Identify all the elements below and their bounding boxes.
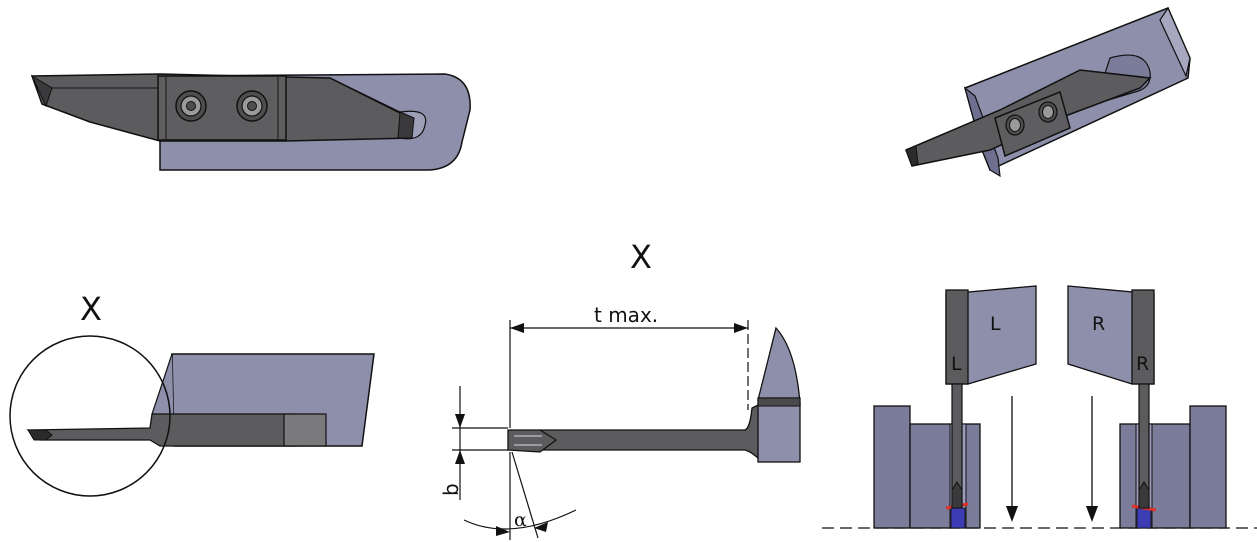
tool-assembly-isometric-view xyxy=(905,6,1191,178)
blade-insert xyxy=(27,429,53,441)
detail-marker-label: X xyxy=(80,290,102,328)
left-blade-label: L xyxy=(951,353,962,375)
dim-arrow-icon xyxy=(455,450,465,464)
arrow-down-icon xyxy=(1086,506,1098,522)
blade-tip-left xyxy=(905,145,919,167)
left-holder-label: L xyxy=(990,313,1001,335)
holder-block-top xyxy=(1159,6,1191,78)
dim-arrow-icon xyxy=(734,323,748,333)
torx-screw-icon xyxy=(1005,114,1025,136)
hand-orientation-view: L L R R xyxy=(822,285,1257,529)
dim-arrow-icon xyxy=(534,522,548,532)
workpiece-right-inner xyxy=(1119,423,1191,529)
cut-zone-left xyxy=(950,507,966,529)
dim-alpha-angle-line xyxy=(511,451,539,539)
torx-screw-icon xyxy=(175,90,207,122)
detail-x-view: X t max. b α xyxy=(439,238,801,540)
workpiece-left-inner xyxy=(909,423,981,529)
tool-assembly-side-view xyxy=(30,73,471,171)
workpiece-right-outer xyxy=(1189,405,1227,529)
arrow-down-icon xyxy=(1006,506,1018,522)
blade-tip-right xyxy=(397,111,415,139)
detail-holder-block xyxy=(757,397,801,463)
detail-circle xyxy=(9,335,171,497)
dim-arrow-icon xyxy=(455,414,465,428)
right-blade-label: R xyxy=(1136,353,1149,375)
blade-section xyxy=(26,413,297,447)
dim-alpha-label: α xyxy=(514,509,527,531)
dim-b-label: b xyxy=(439,483,463,496)
dim-arrow-icon xyxy=(510,323,524,333)
detail-title: X xyxy=(630,238,652,276)
section-view-with-detail: X xyxy=(9,290,375,497)
workpiece-left-outer xyxy=(873,405,911,529)
blade-right-tip xyxy=(1138,481,1150,509)
dim-arrow-icon xyxy=(496,526,510,536)
detail-holder xyxy=(757,326,801,405)
torx-screw-icon xyxy=(236,90,268,122)
dim-alpha-arc xyxy=(463,509,577,530)
right-holder-label: R xyxy=(1092,313,1105,335)
blade-clamp xyxy=(283,413,327,447)
blade-tip-left xyxy=(30,74,53,108)
dim-tmax-label: t max. xyxy=(594,303,658,327)
cut-zone-right xyxy=(1136,507,1152,529)
blade-left-tip xyxy=(951,481,963,509)
torx-screw-icon xyxy=(1038,101,1058,123)
